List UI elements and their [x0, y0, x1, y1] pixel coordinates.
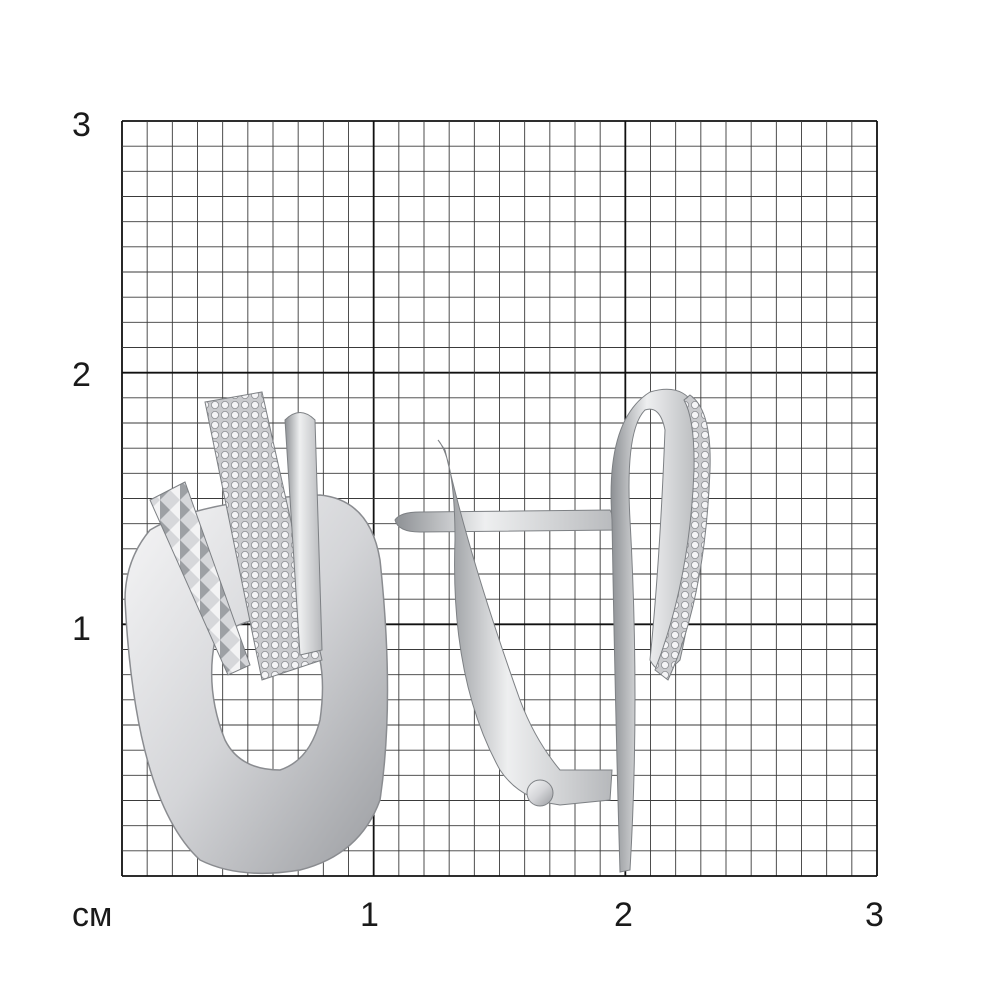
- x-label-3: 3: [865, 896, 884, 934]
- left-earring-front-view: [124, 391, 389, 875]
- unit-label: см: [72, 896, 113, 934]
- y-label-3: 3: [72, 106, 91, 144]
- y-label-1: 1: [72, 610, 91, 648]
- x-label-2: 2: [614, 896, 633, 934]
- x-label-1: 1: [360, 896, 379, 934]
- y-label-2: 2: [72, 356, 91, 394]
- right-earring-side-view: [394, 388, 711, 873]
